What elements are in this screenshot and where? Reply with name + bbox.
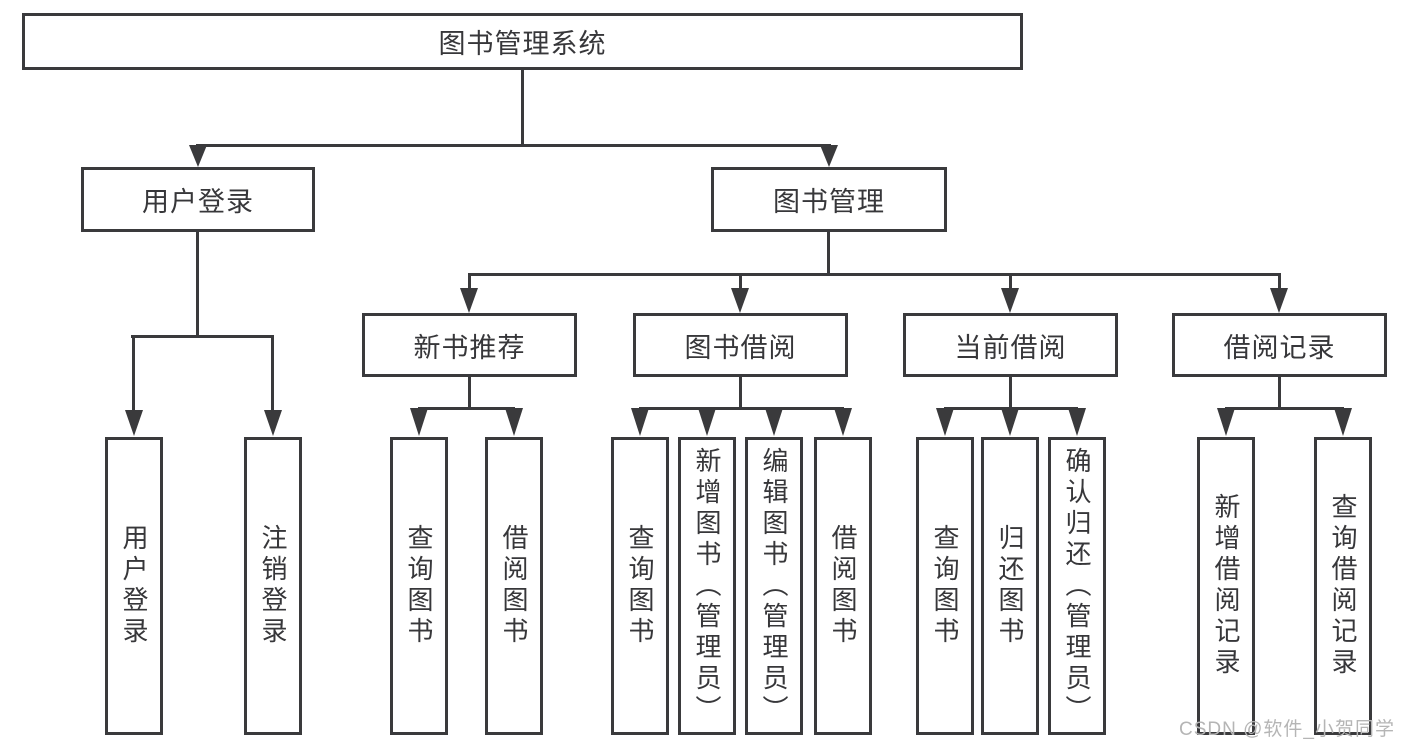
node-current-borrow-label: 当前借阅 bbox=[954, 332, 1067, 363]
connector-group4-trunk bbox=[1278, 377, 1281, 410]
connector-group1-trunk bbox=[468, 377, 471, 410]
node-add-borrow-record: 新增借阅记录 bbox=[1197, 437, 1255, 735]
node-root-label: 图书管理系统 bbox=[438, 29, 607, 59]
arrow-down-icon bbox=[834, 408, 852, 436]
node-logout-leaf-label: 注销登录 bbox=[258, 524, 288, 648]
node-logout-leaf: 注销登录 bbox=[244, 437, 302, 735]
arrow-down-icon bbox=[189, 145, 207, 167]
node-query-books-recommend: 查询图书 bbox=[390, 437, 448, 735]
arrow-down-icon bbox=[1217, 408, 1235, 436]
node-borrow-books-recommend-label: 借阅图书 bbox=[499, 524, 529, 648]
node-edit-books-admin-label: 编辑图书（管理员） bbox=[759, 446, 789, 726]
connector-level3-stub bbox=[1009, 273, 1012, 291]
arrow-down-icon bbox=[765, 408, 783, 436]
node-return-books: 归还图书 bbox=[981, 437, 1039, 735]
arrow-down-icon bbox=[1068, 408, 1086, 436]
node-new-book-recommend-label: 新书推荐 bbox=[413, 332, 526, 363]
node-query-books-borrow-label: 查询图书 bbox=[625, 524, 655, 648]
node-confirm-return-admin-label: 确认归还（管理员） bbox=[1062, 446, 1092, 726]
arrow-down-icon bbox=[1270, 288, 1288, 313]
node-current-borrow: 当前借阅 bbox=[903, 313, 1118, 377]
connector-user-children bbox=[131, 335, 274, 338]
node-user-login-branch: 用户登录 bbox=[81, 167, 315, 232]
node-borrow-records-label: 借阅记录 bbox=[1223, 332, 1336, 363]
node-new-book-recommend: 新书推荐 bbox=[362, 313, 577, 377]
arrow-down-icon bbox=[936, 408, 954, 436]
node-edit-books-admin: 编辑图书（管理员） bbox=[745, 437, 803, 735]
arrow-down-icon bbox=[1001, 408, 1019, 436]
node-borrow-books-leaf-label: 借阅图书 bbox=[828, 524, 858, 648]
connector-level3 bbox=[468, 273, 1281, 276]
connector-group2-children bbox=[639, 407, 844, 410]
node-return-books-label: 归还图书 bbox=[995, 524, 1025, 648]
node-query-books-recommend-label: 查询图书 bbox=[404, 524, 434, 648]
connector-level2 bbox=[196, 144, 831, 147]
connector-user-child-stub bbox=[132, 335, 135, 411]
connector-level3-stub bbox=[1278, 273, 1281, 291]
connector-group4-children bbox=[1225, 407, 1344, 410]
arrow-down-icon bbox=[410, 408, 428, 436]
connector-group3-trunk bbox=[1009, 377, 1012, 410]
node-confirm-return-admin: 确认归还（管理员） bbox=[1048, 437, 1106, 735]
arrow-down-icon bbox=[505, 408, 523, 436]
node-user-login-branch-label: 用户登录 bbox=[142, 187, 254, 217]
node-query-books-borrow: 查询图书 bbox=[611, 437, 669, 735]
node-book-borrow: 图书借阅 bbox=[633, 313, 848, 377]
node-query-books-current: 查询图书 bbox=[916, 437, 974, 735]
arrow-down-icon bbox=[125, 410, 143, 436]
node-borrow-records: 借阅记录 bbox=[1172, 313, 1387, 377]
arrow-down-icon bbox=[1334, 408, 1352, 436]
connector-book-trunk bbox=[827, 232, 830, 276]
connector-group1-children bbox=[418, 407, 515, 410]
connector-group2-trunk bbox=[739, 377, 742, 410]
arrow-down-icon bbox=[264, 410, 282, 436]
csdn-watermark: CSDN @软件_小贺同学 bbox=[1179, 719, 1395, 740]
connector-root-trunk bbox=[521, 70, 524, 146]
connector-user-trunk bbox=[196, 232, 199, 338]
connector-level3-stub bbox=[468, 273, 471, 291]
node-borrow-books-leaf: 借阅图书 bbox=[814, 437, 872, 735]
node-user-login-leaf: 用户登录 bbox=[105, 437, 163, 735]
arrow-down-icon bbox=[820, 145, 838, 167]
node-book-management-label: 图书管理 bbox=[773, 187, 885, 217]
connector-level3-stub bbox=[739, 273, 742, 291]
node-add-books-admin: 新增图书（管理员） bbox=[678, 437, 736, 735]
node-book-management: 图书管理 bbox=[711, 167, 947, 232]
connector-user-child-stub bbox=[271, 335, 274, 411]
arrow-down-icon bbox=[731, 288, 749, 313]
node-user-login-leaf-label: 用户登录 bbox=[119, 524, 149, 648]
arrow-down-icon bbox=[698, 408, 716, 436]
arrow-down-icon bbox=[631, 408, 649, 436]
node-query-borrow-record-label: 查询借阅记录 bbox=[1328, 493, 1358, 679]
arrow-down-icon bbox=[460, 288, 478, 313]
node-add-books-admin-label: 新增图书（管理员） bbox=[692, 446, 722, 726]
node-borrow-books-recommend: 借阅图书 bbox=[485, 437, 543, 735]
node-book-borrow-label: 图书借阅 bbox=[684, 332, 797, 363]
node-root: 图书管理系统 bbox=[22, 13, 1023, 70]
node-add-borrow-record-label: 新增借阅记录 bbox=[1211, 493, 1241, 679]
node-query-books-current-label: 查询图书 bbox=[930, 524, 960, 648]
arrow-down-icon bbox=[1001, 288, 1019, 313]
node-query-borrow-record: 查询借阅记录 bbox=[1314, 437, 1372, 735]
